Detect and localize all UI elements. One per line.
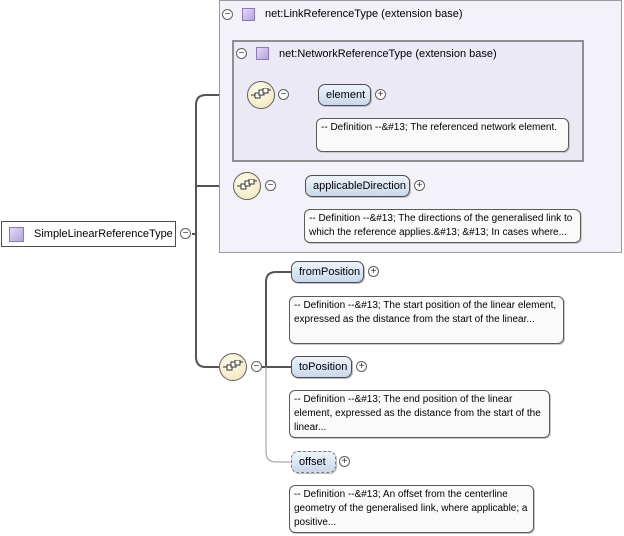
toposition-annotation: -- Definition --&#13; The end position o… (289, 390, 550, 438)
toposition-node[interactable]: toPosition (291, 356, 352, 378)
expand-icon[interactable]: + (356, 361, 367, 372)
root-complex-type[interactable]: SimpleLinearReferenceType (1, 221, 176, 247)
complex-type-icon (242, 8, 255, 21)
sequence-compositor[interactable] (233, 172, 261, 200)
offset-annotation: -- Definition --&#13; An offset from the… (289, 485, 534, 533)
expand-icon[interactable]: + (339, 456, 350, 467)
sequence-icon (223, 360, 243, 371)
sequence-compositor[interactable] (219, 353, 247, 381)
applicabledirection-node[interactable]: applicableDirection (305, 175, 410, 197)
offset-node[interactable]: offset (291, 451, 336, 473)
sequence-compositor[interactable] (247, 81, 275, 109)
expand-icon[interactable]: + (368, 266, 379, 277)
collapse-icon[interactable]: − (222, 9, 233, 20)
collapse-icon[interactable]: − (278, 89, 289, 100)
complex-type-icon (256, 47, 269, 60)
extension-linkreferencetype-title: net:LinkReferenceType (extension base) (265, 8, 463, 20)
collapse-icon[interactable]: − (236, 48, 247, 59)
applicabledirection-annotation: -- Definition --&#13; The directions of … (304, 209, 581, 243)
fromposition-annotation: -- Definition --&#13; The start position… (289, 296, 564, 344)
sequence-icon (251, 88, 271, 99)
collapse-icon[interactable]: − (251, 361, 262, 372)
fromposition-node[interactable]: fromPosition (291, 261, 364, 283)
extension-networkreferencetype-title: net:NetworkReferenceType (extension base… (279, 48, 497, 60)
root-label: SimpleLinearReferenceType (34, 228, 173, 240)
expand-icon[interactable]: + (375, 89, 386, 100)
expand-icon[interactable]: + (414, 180, 425, 191)
sequence-icon (237, 179, 257, 190)
element-node[interactable]: element (318, 84, 371, 106)
element-annotation: -- Definition --&#13; The referenced net… (316, 118, 569, 152)
complex-type-icon (9, 226, 24, 242)
collapse-icon[interactable]: − (180, 228, 191, 239)
collapse-icon[interactable]: − (265, 180, 276, 191)
